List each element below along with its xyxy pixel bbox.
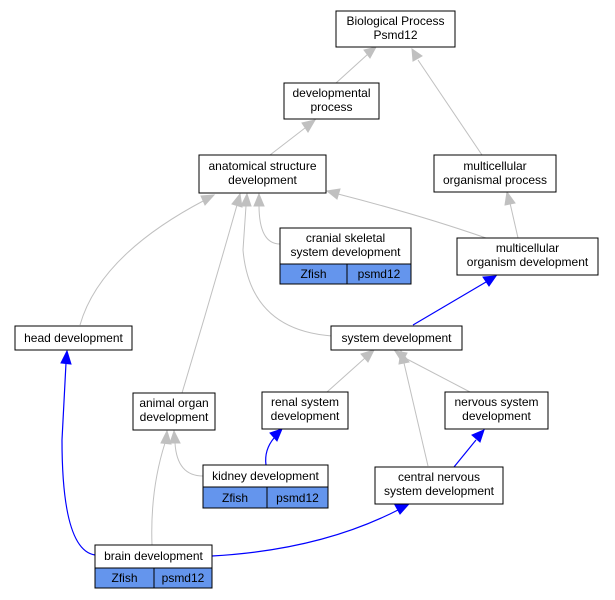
edge-kidney-to-animal-organ bbox=[174, 442, 204, 477]
species-label: Zfish bbox=[300, 267, 326, 281]
edge-cranial-to-anatomical bbox=[258, 204, 281, 245]
node-label-line1: multicellular bbox=[463, 159, 526, 173]
node-label-line1: animal organ bbox=[139, 396, 208, 410]
gray-edges bbox=[79, 46, 519, 546]
node-label-line2: development bbox=[140, 410, 209, 424]
node-label-line2: system development bbox=[290, 245, 401, 259]
arrowhead bbox=[231, 192, 243, 208]
arrowhead bbox=[482, 275, 498, 287]
arrowhead bbox=[363, 46, 377, 59]
gene-cell bbox=[266, 486, 329, 509]
edge-multicellular-organismal-to-biological bbox=[417, 59, 483, 156]
arrowhead bbox=[160, 429, 172, 445]
gene-cell bbox=[346, 263, 412, 285]
node-box bbox=[433, 154, 557, 193]
node-label-line2: system development bbox=[384, 484, 495, 498]
edge-cns-to-nervous bbox=[453, 439, 477, 468]
node-box bbox=[279, 227, 412, 265]
edge-organism-dev-to-anatomical bbox=[337, 193, 487, 239]
edge-system-to-anatomical bbox=[242, 205, 333, 337]
node-label-line1: head development bbox=[24, 331, 123, 345]
node-label-line1: cranial skeletal bbox=[306, 231, 385, 245]
node-box bbox=[330, 325, 463, 351]
node-cranial-skeletal-system-development[interactable]: cranial skeletal system development Zfis… bbox=[279, 227, 412, 285]
species-label: Zfish bbox=[111, 571, 137, 585]
edge-kidney-to-renal bbox=[265, 437, 275, 466]
edge-system-to-organism-dev bbox=[412, 281, 487, 326]
node-nervous-system-development[interactable]: nervous system development bbox=[444, 391, 549, 430]
node-renal-system-development[interactable]: renal system development bbox=[261, 391, 349, 430]
arrowhead bbox=[240, 192, 252, 207]
edge-brain-to-animal-organ bbox=[151, 442, 166, 546]
node-box bbox=[14, 325, 133, 351]
edge-animal-organ-to-anatomical bbox=[181, 204, 238, 394]
node-multicellular-organismal-process[interactable]: multicellular organismal process bbox=[433, 154, 557, 193]
node-label-line1: central nervous bbox=[398, 470, 480, 484]
node-head-development[interactable]: head development bbox=[14, 325, 133, 351]
node-kidney-development[interactable]: kidney development Zfish psmd12 bbox=[202, 464, 329, 509]
arrowhead bbox=[200, 194, 216, 206]
node-anatomical-structure-development[interactable]: anatomical structure development bbox=[198, 154, 327, 194]
node-label-line1: Biological Process bbox=[346, 14, 444, 28]
edge-brain-to-head bbox=[61, 362, 96, 556]
node-label-line2: process bbox=[310, 100, 352, 114]
arrowhead bbox=[471, 429, 485, 443]
node-animal-organ-development[interactable]: animal organ development bbox=[132, 392, 216, 431]
gene-cell bbox=[153, 567, 213, 589]
arrowhead bbox=[169, 429, 181, 444]
arrowhead bbox=[411, 47, 423, 62]
node-label-line1: anatomical structure bbox=[208, 159, 316, 173]
arrowhead bbox=[301, 119, 317, 133]
node-box bbox=[444, 391, 549, 430]
edge-brain-to-cns bbox=[211, 509, 399, 557]
node-box bbox=[374, 466, 504, 505]
edge-developmental-to-biological bbox=[335, 53, 369, 84]
node-biological-process[interactable]: Biological Process Psmd12 bbox=[335, 10, 456, 48]
node-label-line2: organism development bbox=[467, 255, 589, 269]
arrowhead bbox=[253, 192, 265, 207]
node-central-nervous-system-development[interactable]: central nervous system development bbox=[374, 466, 504, 505]
node-label-line1: kidney development bbox=[212, 469, 319, 483]
edge-anatomical-to-developmental bbox=[269, 127, 306, 156]
node-label-line2: development bbox=[271, 409, 340, 423]
gene-label: psmd12 bbox=[162, 571, 205, 585]
edge-nervous-to-system bbox=[404, 357, 471, 393]
species-label: Zfish bbox=[222, 491, 248, 505]
node-label-line1: renal system bbox=[271, 395, 339, 409]
arrowhead bbox=[60, 349, 72, 365]
node-label-line1: developmental bbox=[292, 86, 370, 100]
arrowhead bbox=[504, 190, 516, 206]
node-label-line2: Psmd12 bbox=[373, 28, 417, 42]
arrowhead bbox=[360, 349, 375, 363]
node-label-line2: development bbox=[228, 173, 297, 187]
node-box bbox=[198, 154, 327, 194]
arrowhead bbox=[269, 428, 283, 442]
arrowhead bbox=[398, 349, 410, 365]
node-box bbox=[261, 391, 349, 430]
blue-edges bbox=[60, 275, 498, 557]
node-label-line1: system development bbox=[341, 331, 452, 345]
node-system-development[interactable]: system development bbox=[330, 325, 463, 351]
node-developmental-process[interactable]: developmental process bbox=[283, 82, 380, 120]
gene-label: psmd12 bbox=[358, 267, 401, 281]
edge-cns-to-system bbox=[403, 362, 429, 467]
node-box bbox=[132, 392, 216, 431]
arrowhead bbox=[394, 504, 410, 515]
node-label-line1: multicellular bbox=[496, 241, 559, 255]
edge-renal-to-system bbox=[326, 357, 366, 393]
gene-label: psmd12 bbox=[276, 491, 319, 505]
edge-organism-dev-to-organismal-process bbox=[509, 202, 519, 239]
node-multicellular-organism-development[interactable]: multicellular organism development bbox=[456, 237, 599, 276]
node-brain-development[interactable]: brain development Zfish psmd12 bbox=[94, 544, 213, 589]
node-label-line2: organismal process bbox=[443, 173, 547, 187]
edge-head-to-anatomical bbox=[79, 199, 206, 326]
node-label-line2: development bbox=[462, 409, 531, 423]
node-box bbox=[456, 237, 599, 276]
node-label-line1: nervous system bbox=[454, 395, 538, 409]
node-box bbox=[335, 10, 456, 48]
arrowhead bbox=[325, 188, 341, 200]
node-box bbox=[283, 82, 380, 120]
node-label-line1: brain development bbox=[104, 549, 203, 563]
